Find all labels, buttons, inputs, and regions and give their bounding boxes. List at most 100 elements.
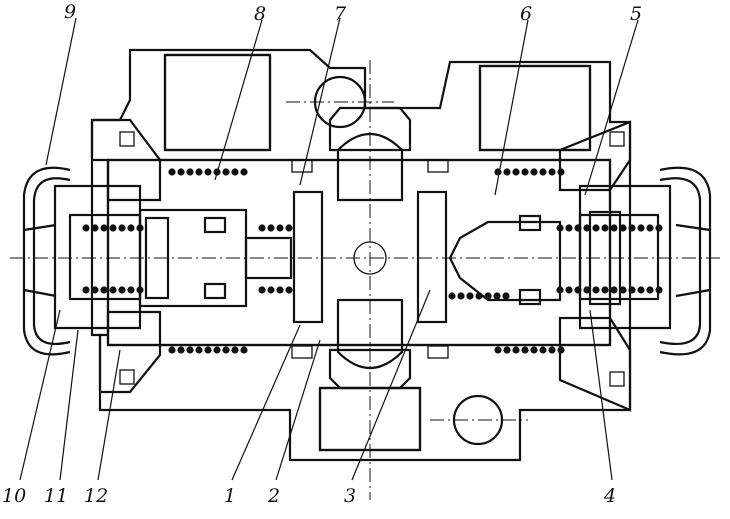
- centerlines: [10, 60, 720, 500]
- spring-coil: [530, 346, 538, 354]
- spring-coil: [177, 168, 185, 176]
- callout-10: 10: [2, 485, 26, 507]
- spring-coil: [127, 286, 135, 294]
- spring-coil: [267, 286, 275, 294]
- spring-coil: [258, 286, 266, 294]
- spring-coil: [204, 168, 212, 176]
- spring-coil: [628, 286, 636, 294]
- spring-coil: [601, 224, 609, 232]
- spring-coil: [512, 168, 520, 176]
- spring-coil: [637, 286, 645, 294]
- spring-coil: [276, 224, 284, 232]
- spring-coil: [231, 168, 239, 176]
- spring-coil: [646, 224, 654, 232]
- callout-3: 3: [344, 485, 356, 507]
- left-valve-disc: [291, 159, 324, 359]
- spring-coil: [539, 168, 547, 176]
- spring-coil: [118, 286, 126, 294]
- spring-coil: [655, 286, 663, 294]
- callout-12: 12: [84, 485, 108, 507]
- spring-coil: [502, 292, 510, 300]
- spring-coil: [448, 292, 456, 300]
- spring-coil: [556, 286, 564, 294]
- spring-coil: [231, 346, 239, 354]
- spring-coil: [240, 168, 248, 176]
- spring-coil: [276, 286, 284, 294]
- spring-coil: [592, 286, 600, 294]
- spring-coil: [136, 286, 144, 294]
- spring-coil: [637, 224, 645, 232]
- spring-coil: [222, 346, 230, 354]
- spring-coil: [548, 168, 556, 176]
- callout-6: 6: [520, 3, 532, 25]
- spring-coil: [118, 224, 126, 232]
- spring-coil: [655, 224, 663, 232]
- spring-coil: [222, 168, 230, 176]
- spring-coil: [610, 286, 618, 294]
- spring-coil: [494, 346, 502, 354]
- spring-coil: [512, 346, 520, 354]
- callout-4: 4: [603, 485, 616, 507]
- spring-coil: [213, 346, 221, 354]
- spring-coil: [177, 346, 185, 354]
- callout-11: 11: [44, 485, 68, 507]
- spring-coil: [82, 286, 90, 294]
- spring-coil: [592, 224, 600, 232]
- spring-coil: [610, 224, 618, 232]
- spring-coil: [285, 286, 293, 294]
- spring-coil: [109, 286, 117, 294]
- spring-coil: [466, 292, 474, 300]
- spring-coil: [530, 168, 538, 176]
- callout-5: 5: [630, 3, 642, 25]
- callout-1: 1: [224, 485, 236, 507]
- spring-coil: [109, 224, 117, 232]
- inner-bore: [106, 132, 612, 370]
- spring-coil: [521, 346, 529, 354]
- spring-coil: [91, 286, 99, 294]
- spring-coil: [204, 346, 212, 354]
- spring-coil: [91, 224, 99, 232]
- spring-coil: [574, 286, 582, 294]
- spring-coil: [565, 286, 573, 294]
- spring-coil: [100, 286, 108, 294]
- valve-housing: [90, 48, 632, 462]
- right-dust-boot: [659, 166, 712, 356]
- spring-coil: [521, 168, 529, 176]
- right-end-cap: [558, 120, 672, 412]
- spring-coil: [82, 224, 90, 232]
- spring-coil: [127, 224, 135, 232]
- spring-coil: [565, 224, 573, 232]
- callout-9: 9: [64, 1, 76, 23]
- springs: [82, 168, 663, 354]
- spring-coil: [186, 168, 194, 176]
- spring-coil: [494, 168, 502, 176]
- spring-coil: [548, 346, 556, 354]
- spring-coil: [628, 224, 636, 232]
- spring-coil: [583, 286, 591, 294]
- spring-coil: [285, 224, 293, 232]
- spring-coil: [583, 224, 591, 232]
- spring-coil: [240, 346, 248, 354]
- spring-coil: [619, 286, 627, 294]
- spring-coil: [619, 224, 627, 232]
- spring-coil: [557, 346, 565, 354]
- callout-7: 7: [334, 3, 347, 25]
- spring-coil: [475, 292, 483, 300]
- spring-coil: [557, 168, 565, 176]
- callout-2: 2: [267, 485, 280, 507]
- left-piston: [138, 208, 293, 308]
- spring-coil: [503, 346, 511, 354]
- spring-coil: [168, 346, 176, 354]
- spring-coil: [493, 292, 501, 300]
- spring-coil: [484, 292, 492, 300]
- spring-coil: [646, 286, 654, 294]
- right-valve-disc: [416, 159, 449, 359]
- spring-coil: [503, 168, 511, 176]
- callout-8: 8: [254, 3, 266, 25]
- spring-coil: [556, 224, 564, 232]
- spring-coil: [168, 168, 176, 176]
- left-dust-boot: [22, 166, 71, 356]
- callout-labels: 9 8 7 6 5 10 11 12 1 2 3 4: [2, 1, 642, 507]
- spring-coil: [258, 224, 266, 232]
